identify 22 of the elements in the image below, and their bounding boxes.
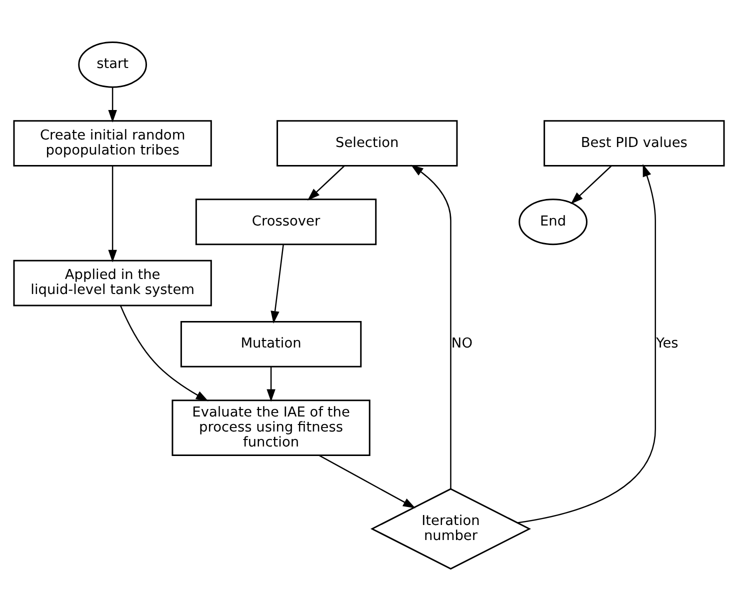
edge-label: NO	[450, 336, 472, 352]
arrow	[306, 166, 344, 201]
arrow	[108, 88, 116, 123]
node-box: Crossover	[194, 198, 376, 246]
arrow	[266, 366, 275, 402]
edge-label: Yes	[656, 336, 678, 352]
node-ellipse: End	[518, 198, 587, 246]
node-box: Create initial random popopulation tribes	[12, 120, 212, 166]
node-box: Best PID values	[543, 120, 724, 166]
arrow	[120, 306, 208, 402]
arrow	[318, 454, 415, 508]
node-box: Selection	[276, 120, 458, 166]
node-box: Mutation	[180, 320, 362, 368]
node-box: Applied in the liquid-level tank system	[12, 260, 212, 306]
arrow	[517, 164, 656, 524]
node-box: Evaluate the IAE of the process using fitness function	[171, 400, 370, 456]
arrow	[570, 166, 612, 204]
node-diamond: Iteration number	[370, 488, 530, 570]
node-ellipse: start	[78, 41, 146, 88]
arrow	[270, 244, 284, 324]
arrow	[410, 164, 451, 489]
arrow	[108, 166, 116, 262]
